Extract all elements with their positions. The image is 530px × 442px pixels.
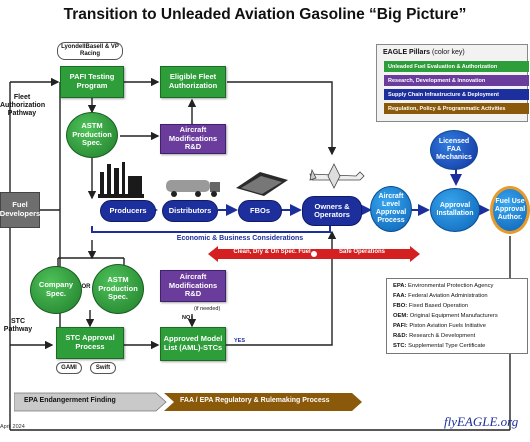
economic-label: Economic & Business Considerations bbox=[176, 235, 304, 242]
aircraft-mod-top-box: Aircraft Modifications R&D bbox=[160, 124, 226, 154]
abbr-row: OEM: Original Equipment Manufacturers bbox=[393, 313, 498, 319]
bottom-arrows bbox=[14, 392, 362, 412]
astm-spec-bottom-circle: ASTM Production Spec. bbox=[92, 264, 144, 314]
company-spec-circle: Company Spec. bbox=[30, 266, 82, 314]
stc-approval-box: STC Approval Process bbox=[56, 327, 124, 359]
diagram-title: Transition to Unleaded Aviation Gasoline… bbox=[63, 6, 467, 23]
aircraft-mod-bottom-box: Aircraft Modifications R&D bbox=[160, 270, 226, 302]
tanker-truck-icon bbox=[166, 180, 220, 197]
banner-left-text: Clean, Dry & On Spec. Fuel bbox=[233, 249, 311, 255]
fleet-auth-pathway-label: Fleet Authorization Pathway bbox=[0, 94, 46, 118]
no-label: NO bbox=[182, 315, 191, 321]
legend-item-regulation: Regulation, Policy & Programmatic Activi… bbox=[384, 103, 529, 114]
legend-item-fuel-evaluation: Unleaded Fuel Evaluation & Authorization bbox=[384, 61, 529, 72]
fbo-hangar-icon bbox=[236, 172, 288, 196]
eagle-pillars-legend: EAGLE Pillars (color key) Unleaded Fuel … bbox=[376, 44, 529, 122]
fbos-node: FBOs bbox=[238, 200, 282, 222]
supply-chain-icons bbox=[98, 162, 365, 198]
lyondell-vp-racing-badge: LyondellBasell & VP Racing bbox=[57, 42, 123, 60]
abbr-row: STC: Supplemental Type Certificate bbox=[393, 343, 486, 349]
fuel-safety-banner bbox=[208, 246, 420, 262]
arrow-eligible-owners bbox=[227, 81, 337, 156]
airplane-icon bbox=[309, 163, 365, 189]
abbreviations-box: EPA: Environmental Protection Agency FAA… bbox=[386, 278, 528, 354]
if-needed-label: (if needed) bbox=[194, 306, 221, 312]
abbr-row: FBO: Fixed Based Operation bbox=[393, 303, 469, 309]
legend-title: EAGLE Pillars (color key) bbox=[383, 49, 465, 56]
faa-epa-regulatory-process: FAA / EPA Regulatory & Rulemaking Proces… bbox=[180, 397, 330, 404]
refinery-icon bbox=[98, 162, 144, 198]
pafi-testing-box: PAFI Testing Program bbox=[60, 66, 124, 98]
abbr-row: R&D: Research & Development bbox=[393, 333, 476, 339]
flyeagle-logo: flyEAGLE.org bbox=[444, 414, 519, 429]
date-label: April 2024 bbox=[0, 424, 25, 430]
eligible-fleet-box: Eligible Fleet Authorization bbox=[160, 66, 226, 98]
fuel-use-approval-circle: Fuel Use Approval Author. bbox=[490, 186, 530, 234]
astm-spec-top-circle: ASTM Production Spec. bbox=[66, 112, 118, 158]
yes-label: YES bbox=[234, 338, 246, 344]
abbr-row: PAFI: Piston Aviation Fuels Initiative bbox=[393, 323, 486, 329]
banner-right-text: Safe Operations bbox=[338, 249, 385, 255]
distributors-node: Distributors bbox=[162, 200, 218, 222]
abbr-row: EPA: Environmental Protection Agency bbox=[393, 283, 494, 289]
approved-model-list-box: Approved Model List (AML)-STCs bbox=[160, 327, 226, 361]
approval-installation-circle: Approval Installation bbox=[430, 188, 480, 232]
arrow-aml-owners bbox=[225, 230, 337, 346]
or-label: OR bbox=[81, 284, 91, 290]
aircraft-level-approval-circle: Aircraft Level Approval Process bbox=[370, 186, 412, 232]
owners-operators-node: Owners & Operators bbox=[302, 196, 362, 226]
stc-pathway-label: STC Pathway bbox=[3, 318, 33, 334]
abbr-row: FAA: Federal Aviation Administration bbox=[393, 293, 488, 299]
legend-item-research: Research, Development & Innovation bbox=[384, 75, 529, 86]
epa-endangerment-finding: EPA Endangerment Finding bbox=[24, 397, 116, 404]
producers-node: Producers bbox=[100, 200, 156, 222]
legend-item-supply-chain: Supply Chain Infrastructure & Deployment bbox=[384, 89, 529, 100]
licensed-faa-mechanics-circle: Licensed FAA Mechanics bbox=[430, 130, 478, 170]
swift-badge: Swift bbox=[90, 362, 116, 374]
fuel-developers-box: Fuel Developers bbox=[0, 192, 40, 228]
gami-badge: GAMI bbox=[56, 362, 82, 374]
